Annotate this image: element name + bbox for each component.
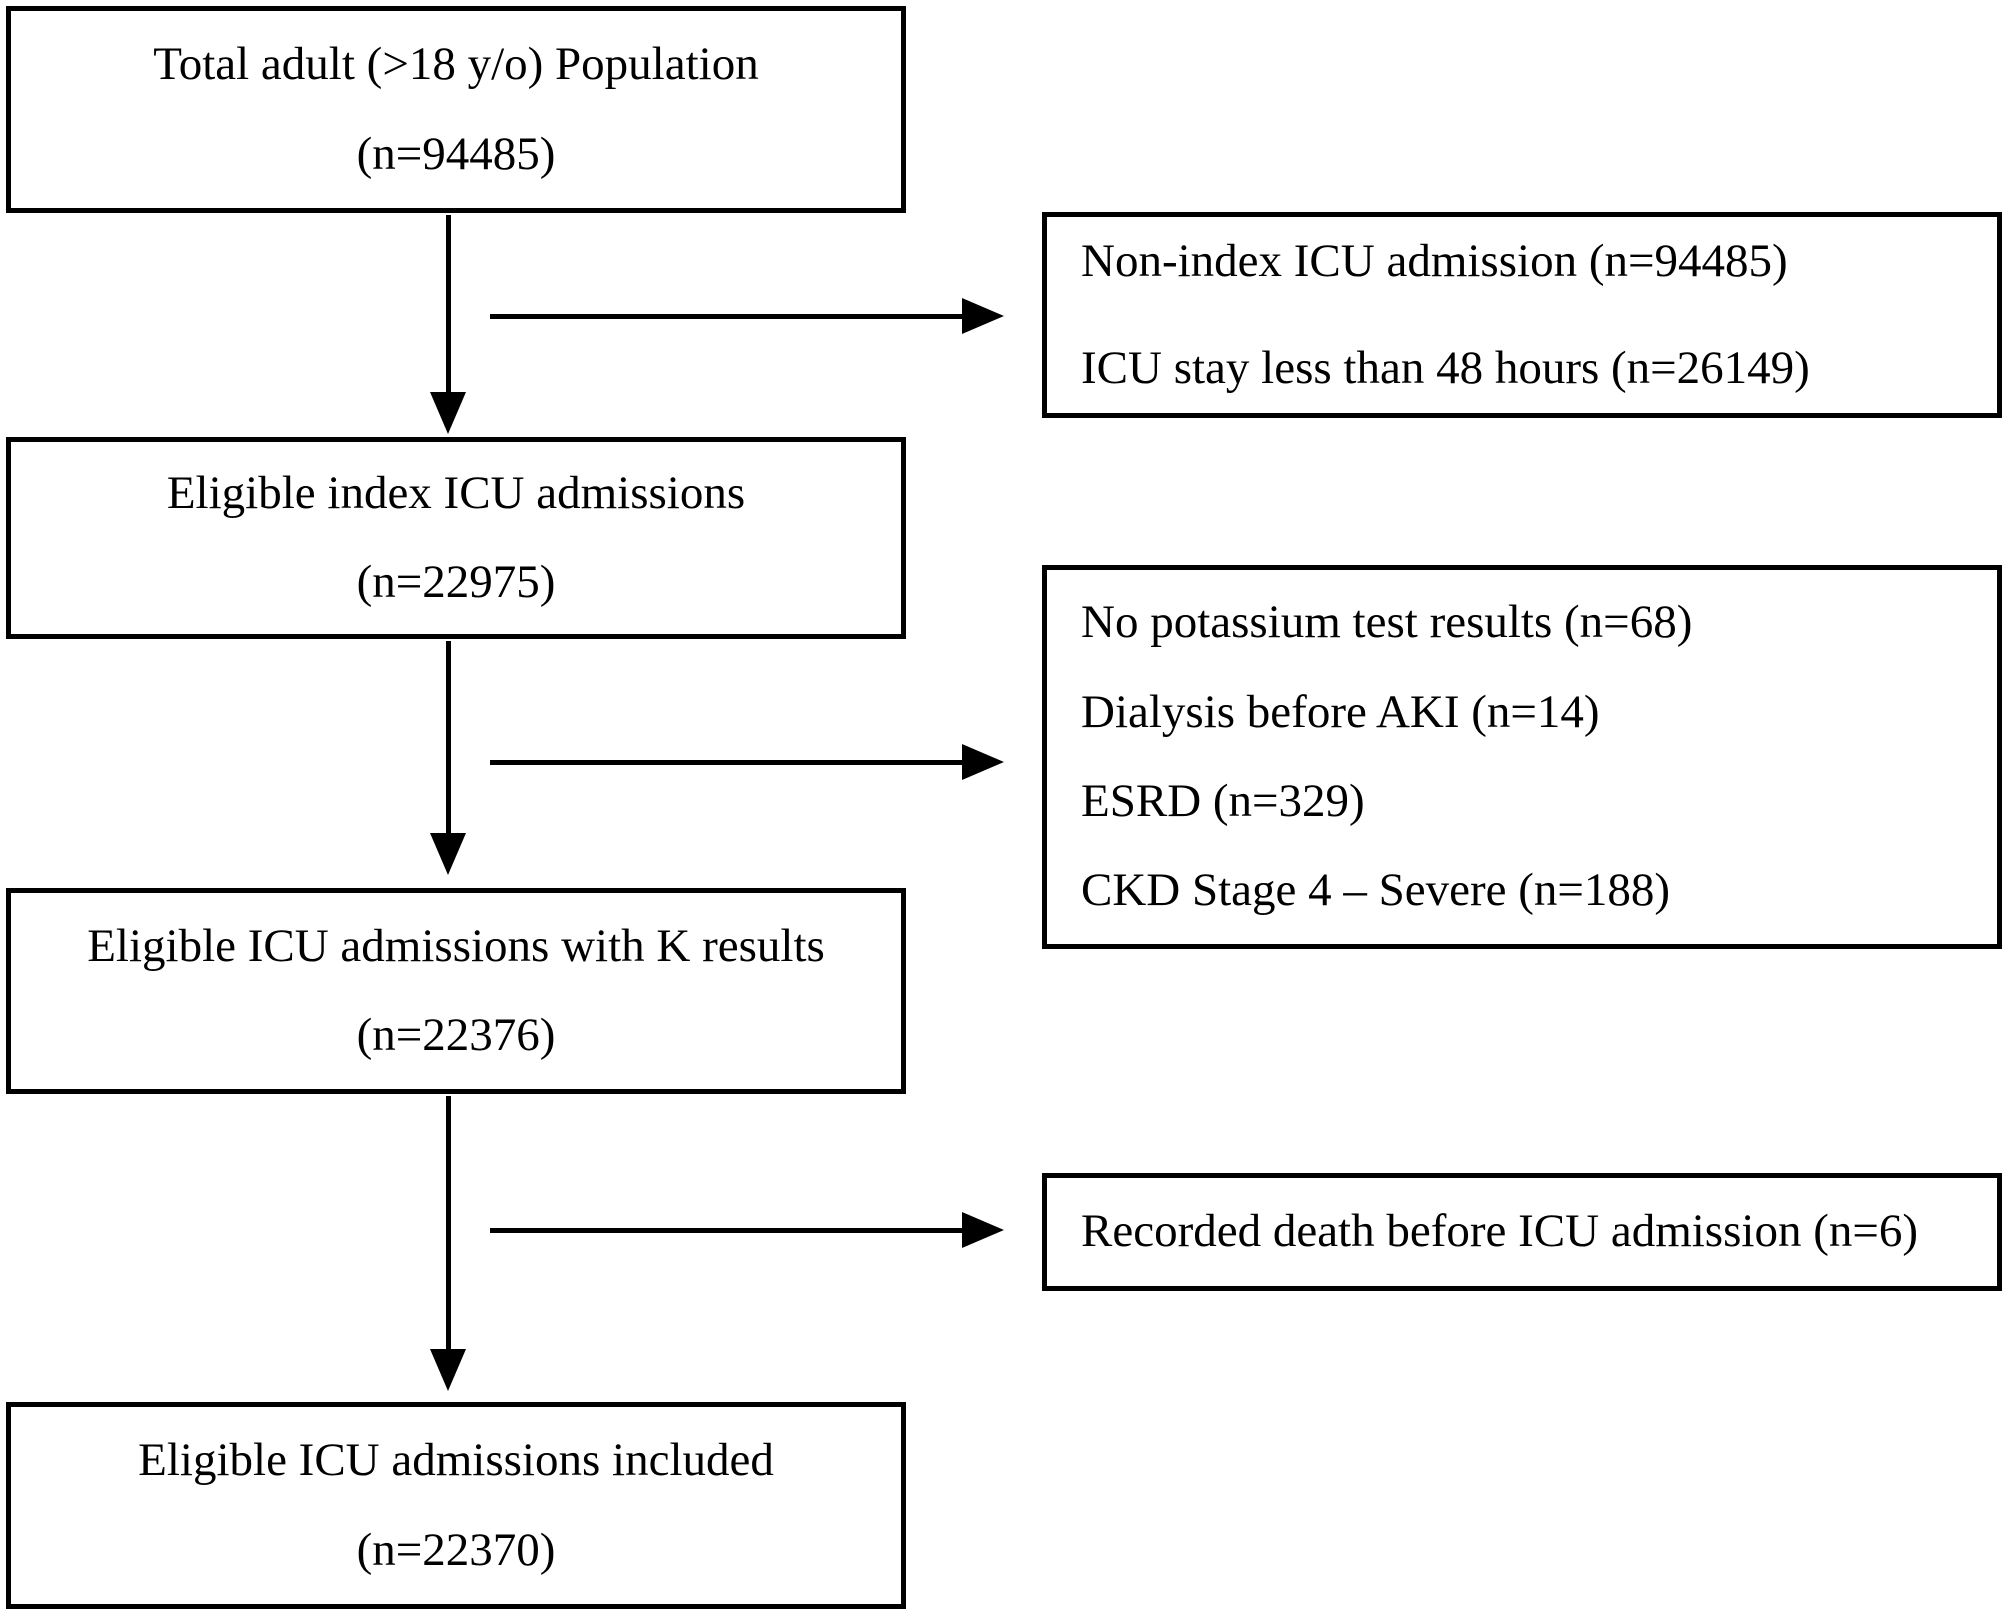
arrow-to-exclusion-2-line — [490, 760, 965, 765]
exclusion-line: ESRD (n=329) — [1081, 775, 1365, 827]
flow-box-count: (n=94485) — [356, 127, 556, 180]
exclusion-box-death-before-admission: Recorded death before ICU admission (n=6… — [1042, 1173, 2002, 1291]
flow-box-label: Eligible ICU admissions with K results — [87, 919, 825, 972]
arrow-to-exclusion-1-line — [490, 314, 965, 319]
flow-box-label: Eligible ICU admissions included — [138, 1434, 774, 1487]
flow-box-label: Eligible index ICU admissions — [166, 466, 746, 519]
exclusion-line: No potassium test results (n=68) — [1081, 596, 1693, 649]
exclusion-line: ICU stay less than 48 hours (n=26149) — [1081, 342, 1810, 394]
arrow-to-exclusion-3-head-icon — [962, 1212, 1004, 1248]
exclusion-line: CKD Stage 4 – Severe (n=188) — [1081, 864, 1671, 917]
arrow-to-exclusion-3-line — [490, 1228, 965, 1233]
arrow-kresults-to-included-line — [446, 1096, 451, 1353]
exclusion-line: Dialysis before AKI (n=14) — [1081, 685, 1600, 738]
flow-box-eligible-index-admissions: Eligible index ICU admissions (n=22975) — [6, 437, 906, 639]
flow-box-admissions-included: Eligible ICU admissions included (n=2237… — [6, 1402, 906, 1609]
flow-box-admissions-with-k-results: Eligible ICU admissions with K results (… — [6, 888, 906, 1094]
exclusion-line: Non-index ICU admission (n=94485) — [1081, 234, 1788, 287]
exclusion-box-non-index: Non-index ICU admission (n=94485) ICU st… — [1042, 212, 2002, 418]
arrow-total-to-eligible-line — [446, 215, 451, 397]
arrow-eligible-to-kresults-head-icon — [430, 833, 466, 875]
arrow-to-exclusion-1-head-icon — [962, 298, 1004, 334]
exclusion-box-kidney-criteria: No potassium test results (n=68) Dialysi… — [1042, 565, 2002, 949]
flow-box-count: (n=22975) — [356, 556, 556, 608]
flow-box-count: (n=22370) — [356, 1523, 556, 1576]
arrow-total-to-eligible-head-icon — [430, 392, 466, 434]
exclusion-line: Recorded death before ICU admission (n=6… — [1081, 1205, 1919, 1258]
arrow-to-exclusion-2-head-icon — [962, 744, 1004, 780]
flow-box-label: Total adult (>18 y/o) Population — [153, 38, 759, 91]
flow-box-total-population: Total adult (>18 y/o) Population (n=9448… — [6, 6, 906, 213]
arrow-eligible-to-kresults-line — [446, 641, 451, 837]
flow-box-count: (n=22376) — [356, 1009, 556, 1061]
arrow-kresults-to-included-head-icon — [430, 1349, 466, 1391]
